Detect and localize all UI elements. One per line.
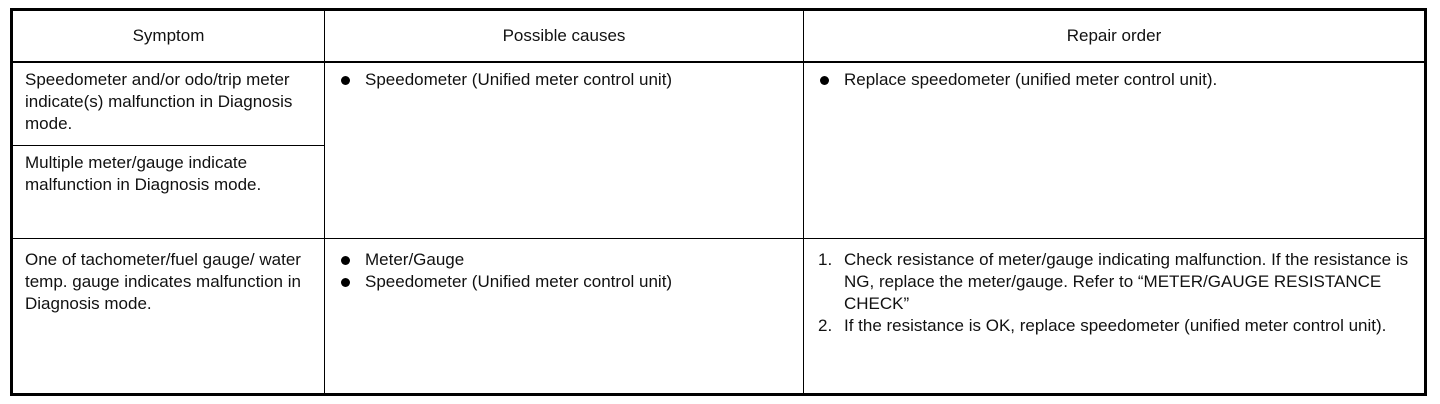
bullet-icon	[341, 256, 350, 265]
step-text: Check resistance of meter/gauge indicati…	[844, 250, 1409, 313]
repair-cell: Replace speedometer (unified meter contr…	[803, 61, 1426, 239]
bullet-icon	[341, 76, 350, 85]
cause-text: Speedometer (Unified meter control unit)	[365, 70, 673, 89]
header-row: Symptom Possible causes Repair order	[11, 9, 1426, 63]
symptom-cell: Multiple meter/gauge indicate malfunctio…	[11, 145, 325, 239]
list-item: Replace speedometer (unified meter contr…	[818, 69, 1412, 91]
repair-cell: 1. Check resistance of meter/gauge indic…	[803, 238, 1426, 395]
list-item: Meter/Gauge	[339, 249, 793, 271]
table-row: One of tachometer/fuel gauge/ water temp…	[11, 238, 1426, 395]
step-number: 2.	[818, 316, 833, 335]
header-repair-order: Repair order	[803, 9, 1426, 63]
header-symptom: Symptom	[11, 9, 325, 63]
causes-cell: Meter/Gauge Speedometer (Unified meter c…	[324, 238, 804, 395]
step-number: 1.	[818, 250, 833, 269]
cause-text: Meter/Gauge	[365, 250, 465, 269]
cause-text: Speedometer (Unified meter control unit)	[365, 272, 673, 291]
symptom-cell: One of tachometer/fuel gauge/ water temp…	[11, 238, 325, 395]
diagnosis-table: Symptom Possible causes Repair order Spe…	[10, 8, 1427, 396]
causes-list: Speedometer (Unified meter control unit)	[339, 69, 793, 91]
bullet-icon	[341, 278, 350, 287]
step-text: If the resistance is OK, replace speedom…	[844, 316, 1387, 335]
symptom-cell: Speedometer and/or odo/trip meter indica…	[11, 61, 325, 146]
repair-steps: 1. Check resistance of meter/gauge indic…	[818, 249, 1412, 337]
header-possible-causes: Possible causes	[324, 9, 804, 63]
table-row: Multiple meter/gauge indicate malfunctio…	[11, 145, 1426, 239]
repair-text: Replace speedometer (unified meter contr…	[844, 70, 1218, 89]
list-item: Speedometer (Unified meter control unit)	[339, 271, 793, 293]
bullet-icon	[820, 76, 829, 85]
list-item: 2. If the resistance is OK, replace spee…	[818, 315, 1412, 337]
list-item: 1. Check resistance of meter/gauge indic…	[818, 249, 1412, 315]
list-item: Speedometer (Unified meter control unit)	[339, 69, 793, 91]
causes-list: Meter/Gauge Speedometer (Unified meter c…	[339, 249, 793, 293]
repair-list: Replace speedometer (unified meter contr…	[818, 69, 1412, 91]
causes-cell: Speedometer (Unified meter control unit)	[324, 61, 804, 239]
table-row: Speedometer and/or odo/trip meter indica…	[11, 61, 1426, 239]
